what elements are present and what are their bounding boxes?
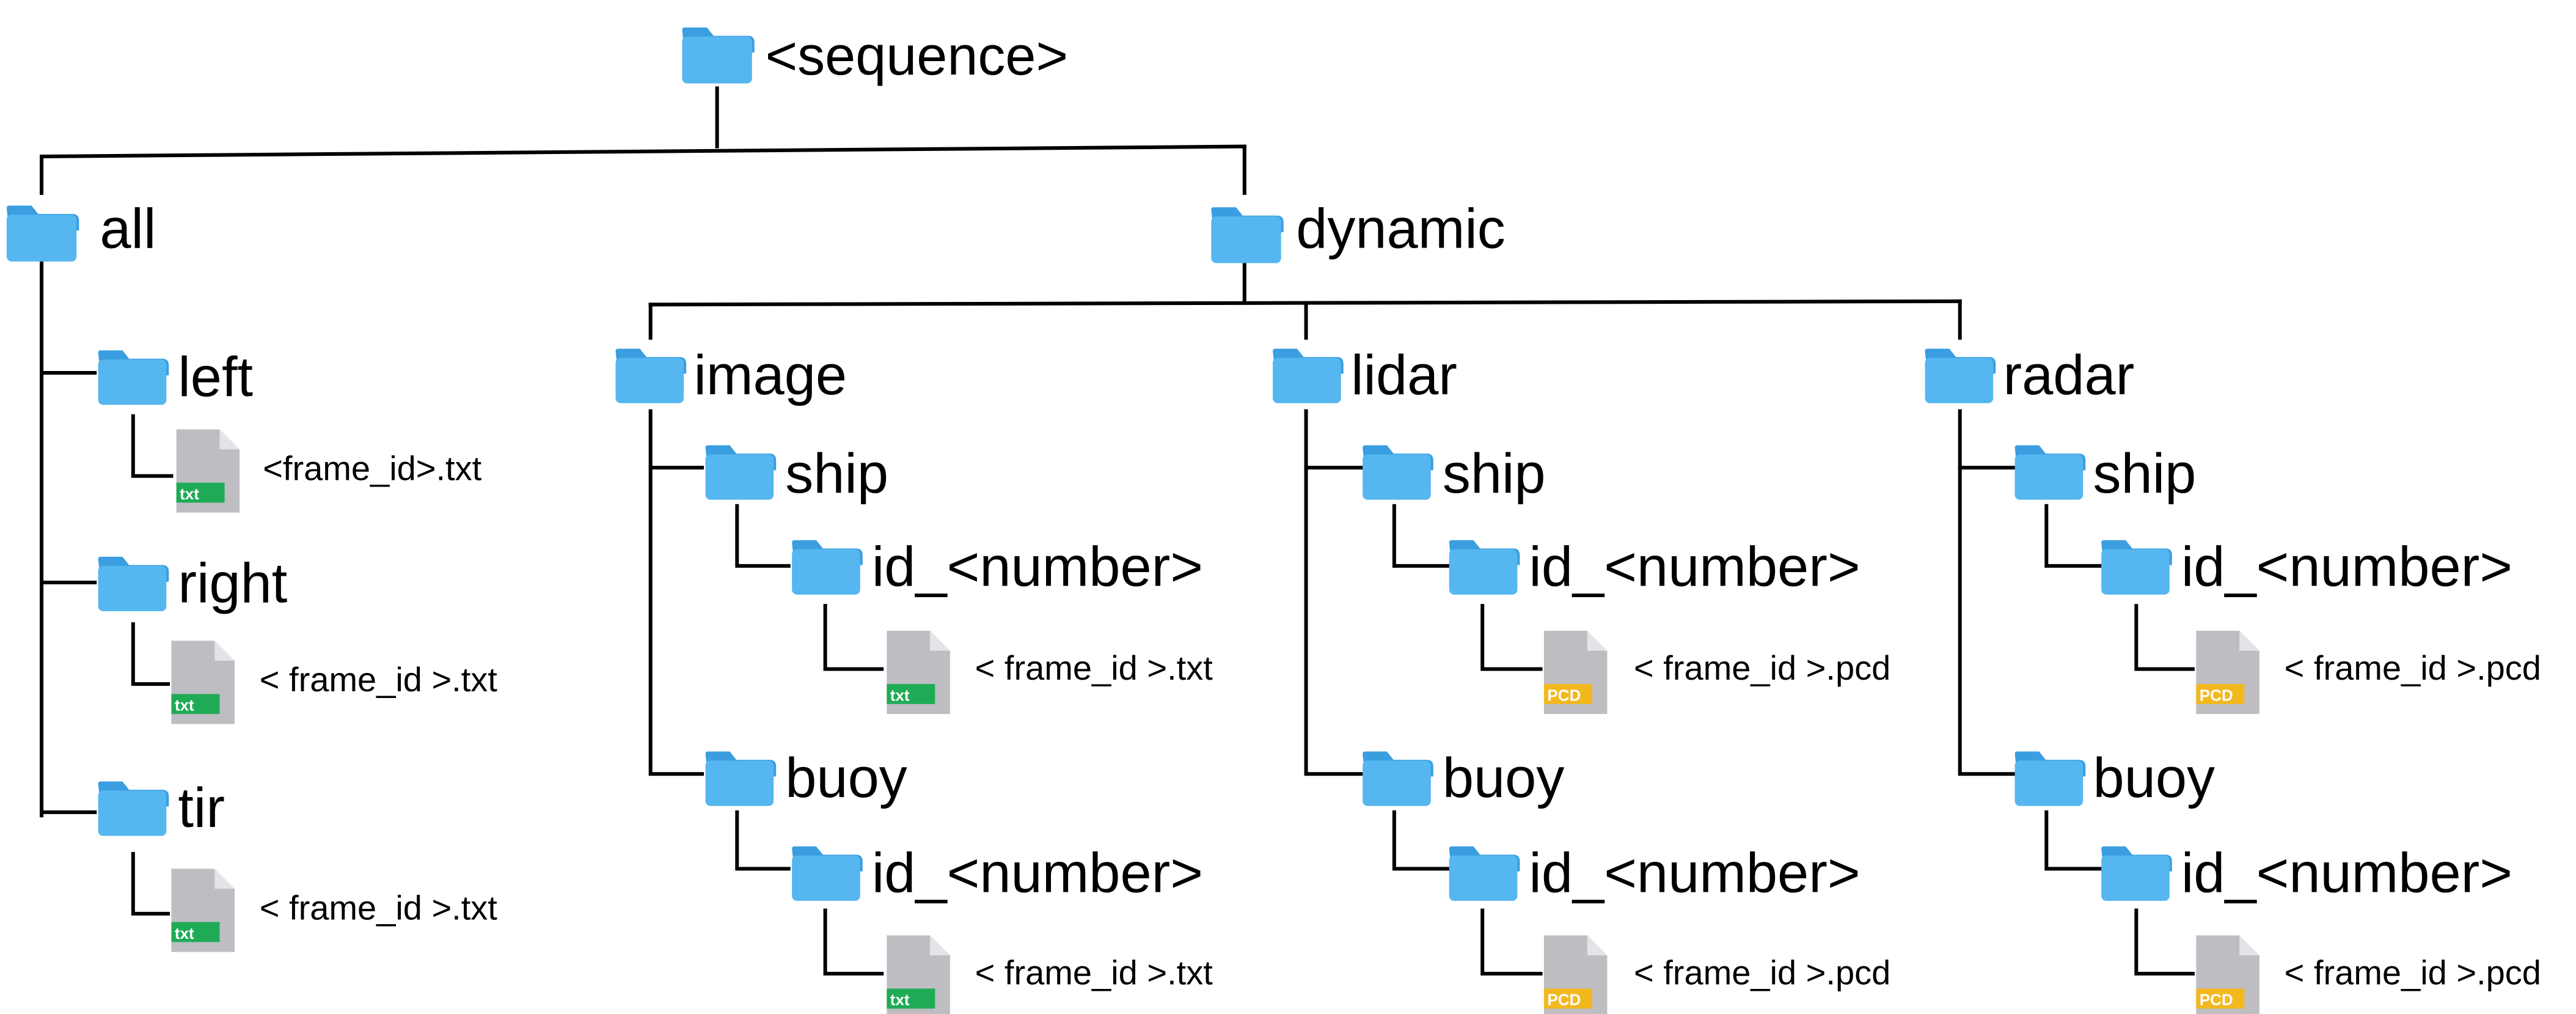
connector-line-28 — [1480, 908, 1543, 975]
pcd-file-icon: PCD — [2196, 935, 2259, 1014]
txt-badge-label: txt — [890, 991, 910, 1009]
connector-line-31 — [2044, 504, 2102, 568]
txt-file-icon: txt — [171, 869, 235, 952]
folder-label-all: all — [100, 198, 156, 260]
file-label-image-buoy-file: < frame_id >.txt — [975, 953, 1213, 991]
connector-line-2 — [40, 144, 1246, 158]
folder-label-sequence: <sequence> — [766, 26, 1068, 87]
folder-icon — [6, 205, 79, 262]
connector-line-33 — [2044, 810, 2102, 871]
folder-icon — [1363, 445, 1433, 500]
connector-line-32 — [2134, 604, 2195, 671]
folder-icon — [1273, 348, 1344, 403]
folder-label-image-ship: ship — [785, 443, 888, 505]
txt-file-icon: txt — [171, 641, 235, 724]
folder-icon — [1211, 207, 1284, 263]
folder-icon — [2014, 751, 2086, 806]
folder-icon — [1925, 348, 1996, 403]
txt-file-icon: txt — [887, 631, 950, 715]
folder-label-radar-ship-id: id_<number> — [2181, 535, 2512, 598]
folder-label-right: right — [178, 553, 287, 615]
pcd-badge-label: PCD — [2200, 686, 2233, 704]
folder-icon — [792, 846, 863, 901]
connector-line-29 — [1958, 409, 2015, 776]
txt-file-icon: txt — [887, 935, 950, 1014]
folder-icon — [1363, 751, 1433, 806]
folder-label-image: image — [693, 344, 847, 406]
file-label-lidar-ship-file: < frame_id >.pcd — [1634, 648, 1890, 687]
connector-line-10 — [131, 622, 170, 686]
folder-label-lidar: lidar — [1351, 344, 1457, 406]
folder-label-image-buoy-id: id_<number> — [872, 842, 1203, 904]
pcd-badge-label: PCD — [1547, 686, 1581, 704]
folder-icon — [2101, 846, 2172, 901]
pcd-file-icon: PCD — [1543, 935, 1608, 1014]
folder-icon — [98, 350, 169, 405]
connector-line-19 — [735, 504, 791, 568]
connector-line-26 — [1480, 604, 1543, 671]
folder-label-image-ship-id: id_<number> — [872, 535, 1203, 598]
file-label-right-file: < frame_id >.txt — [260, 660, 498, 699]
folder-icon — [705, 751, 777, 806]
folder-icon — [98, 556, 169, 612]
folder-label-radar: radar — [2003, 344, 2134, 406]
connector-line-22 — [823, 908, 884, 975]
file-label-left-file: <frame_id>.txt — [263, 449, 481, 487]
txt-badge-label: txt — [175, 924, 194, 942]
pcd-badge-label: PCD — [1547, 991, 1581, 1009]
connector-line-27 — [1392, 810, 1450, 871]
folder-label-lidar-ship: ship — [1443, 443, 1546, 505]
file-label-lidar-buoy-file: < frame_id >.pcd — [1634, 953, 1890, 991]
folder-label-lidar-ship-id: id_<number> — [1529, 535, 1860, 598]
pcd-file-icon: PCD — [2196, 631, 2259, 715]
file-label-image-ship-file: < frame_id >.txt — [975, 648, 1213, 687]
folder-icon — [682, 28, 755, 84]
folder-label-radar-buoy-id: id_<number> — [2181, 842, 2512, 904]
folder-label-image-buoy: buoy — [785, 747, 907, 809]
folder-label-radar-ship: ship — [2093, 443, 2197, 505]
folder-icon — [2014, 445, 2086, 500]
txt-badge-label: txt — [175, 696, 194, 715]
connector-line-21 — [735, 810, 791, 871]
tree-labels: <sequence> all left right tir dynamic image shi… — [100, 26, 2541, 992]
connector-line-23 — [1304, 409, 1363, 776]
folder-icon — [1449, 540, 1520, 595]
file-label-radar-ship-file: < frame_id >.pcd — [2285, 648, 2541, 687]
folder-icon — [615, 348, 687, 403]
folder-label-lidar-buoy: buoy — [1443, 747, 1565, 809]
pcd-badge-label: PCD — [2200, 991, 2233, 1009]
folder-label-tir: tir — [178, 777, 225, 839]
connector-line-20 — [823, 604, 884, 671]
connector-line-34 — [2134, 908, 2195, 975]
pcd-file-icon: PCD — [1543, 631, 1608, 715]
folder-label-radar-buoy: buoy — [2093, 747, 2216, 809]
txt-badge-label: txt — [890, 686, 910, 704]
folder-label-left: left — [178, 346, 253, 408]
folder-icon — [1449, 846, 1520, 901]
folder-label-dynamic: dynamic — [1296, 198, 1506, 260]
file-label-tir-file: < frame_id >.txt — [260, 888, 498, 927]
connector-line-25 — [1392, 504, 1450, 568]
folder-label-lidar-buoy-id: id_<number> — [1529, 842, 1860, 904]
folder-icon — [792, 540, 863, 595]
txt-file-icon: txt — [176, 429, 240, 513]
txt-badge-label: txt — [180, 485, 199, 503]
tree-connectors — [40, 86, 2195, 975]
connector-line-17 — [648, 409, 704, 776]
folder-icon — [2101, 540, 2172, 595]
connector-line-9 — [131, 414, 174, 478]
file-label-radar-buoy-file: < frame_id >.pcd — [2285, 953, 2541, 991]
connector-line-11 — [131, 851, 170, 916]
folder-icon — [705, 445, 777, 500]
folder-icon — [98, 781, 169, 836]
